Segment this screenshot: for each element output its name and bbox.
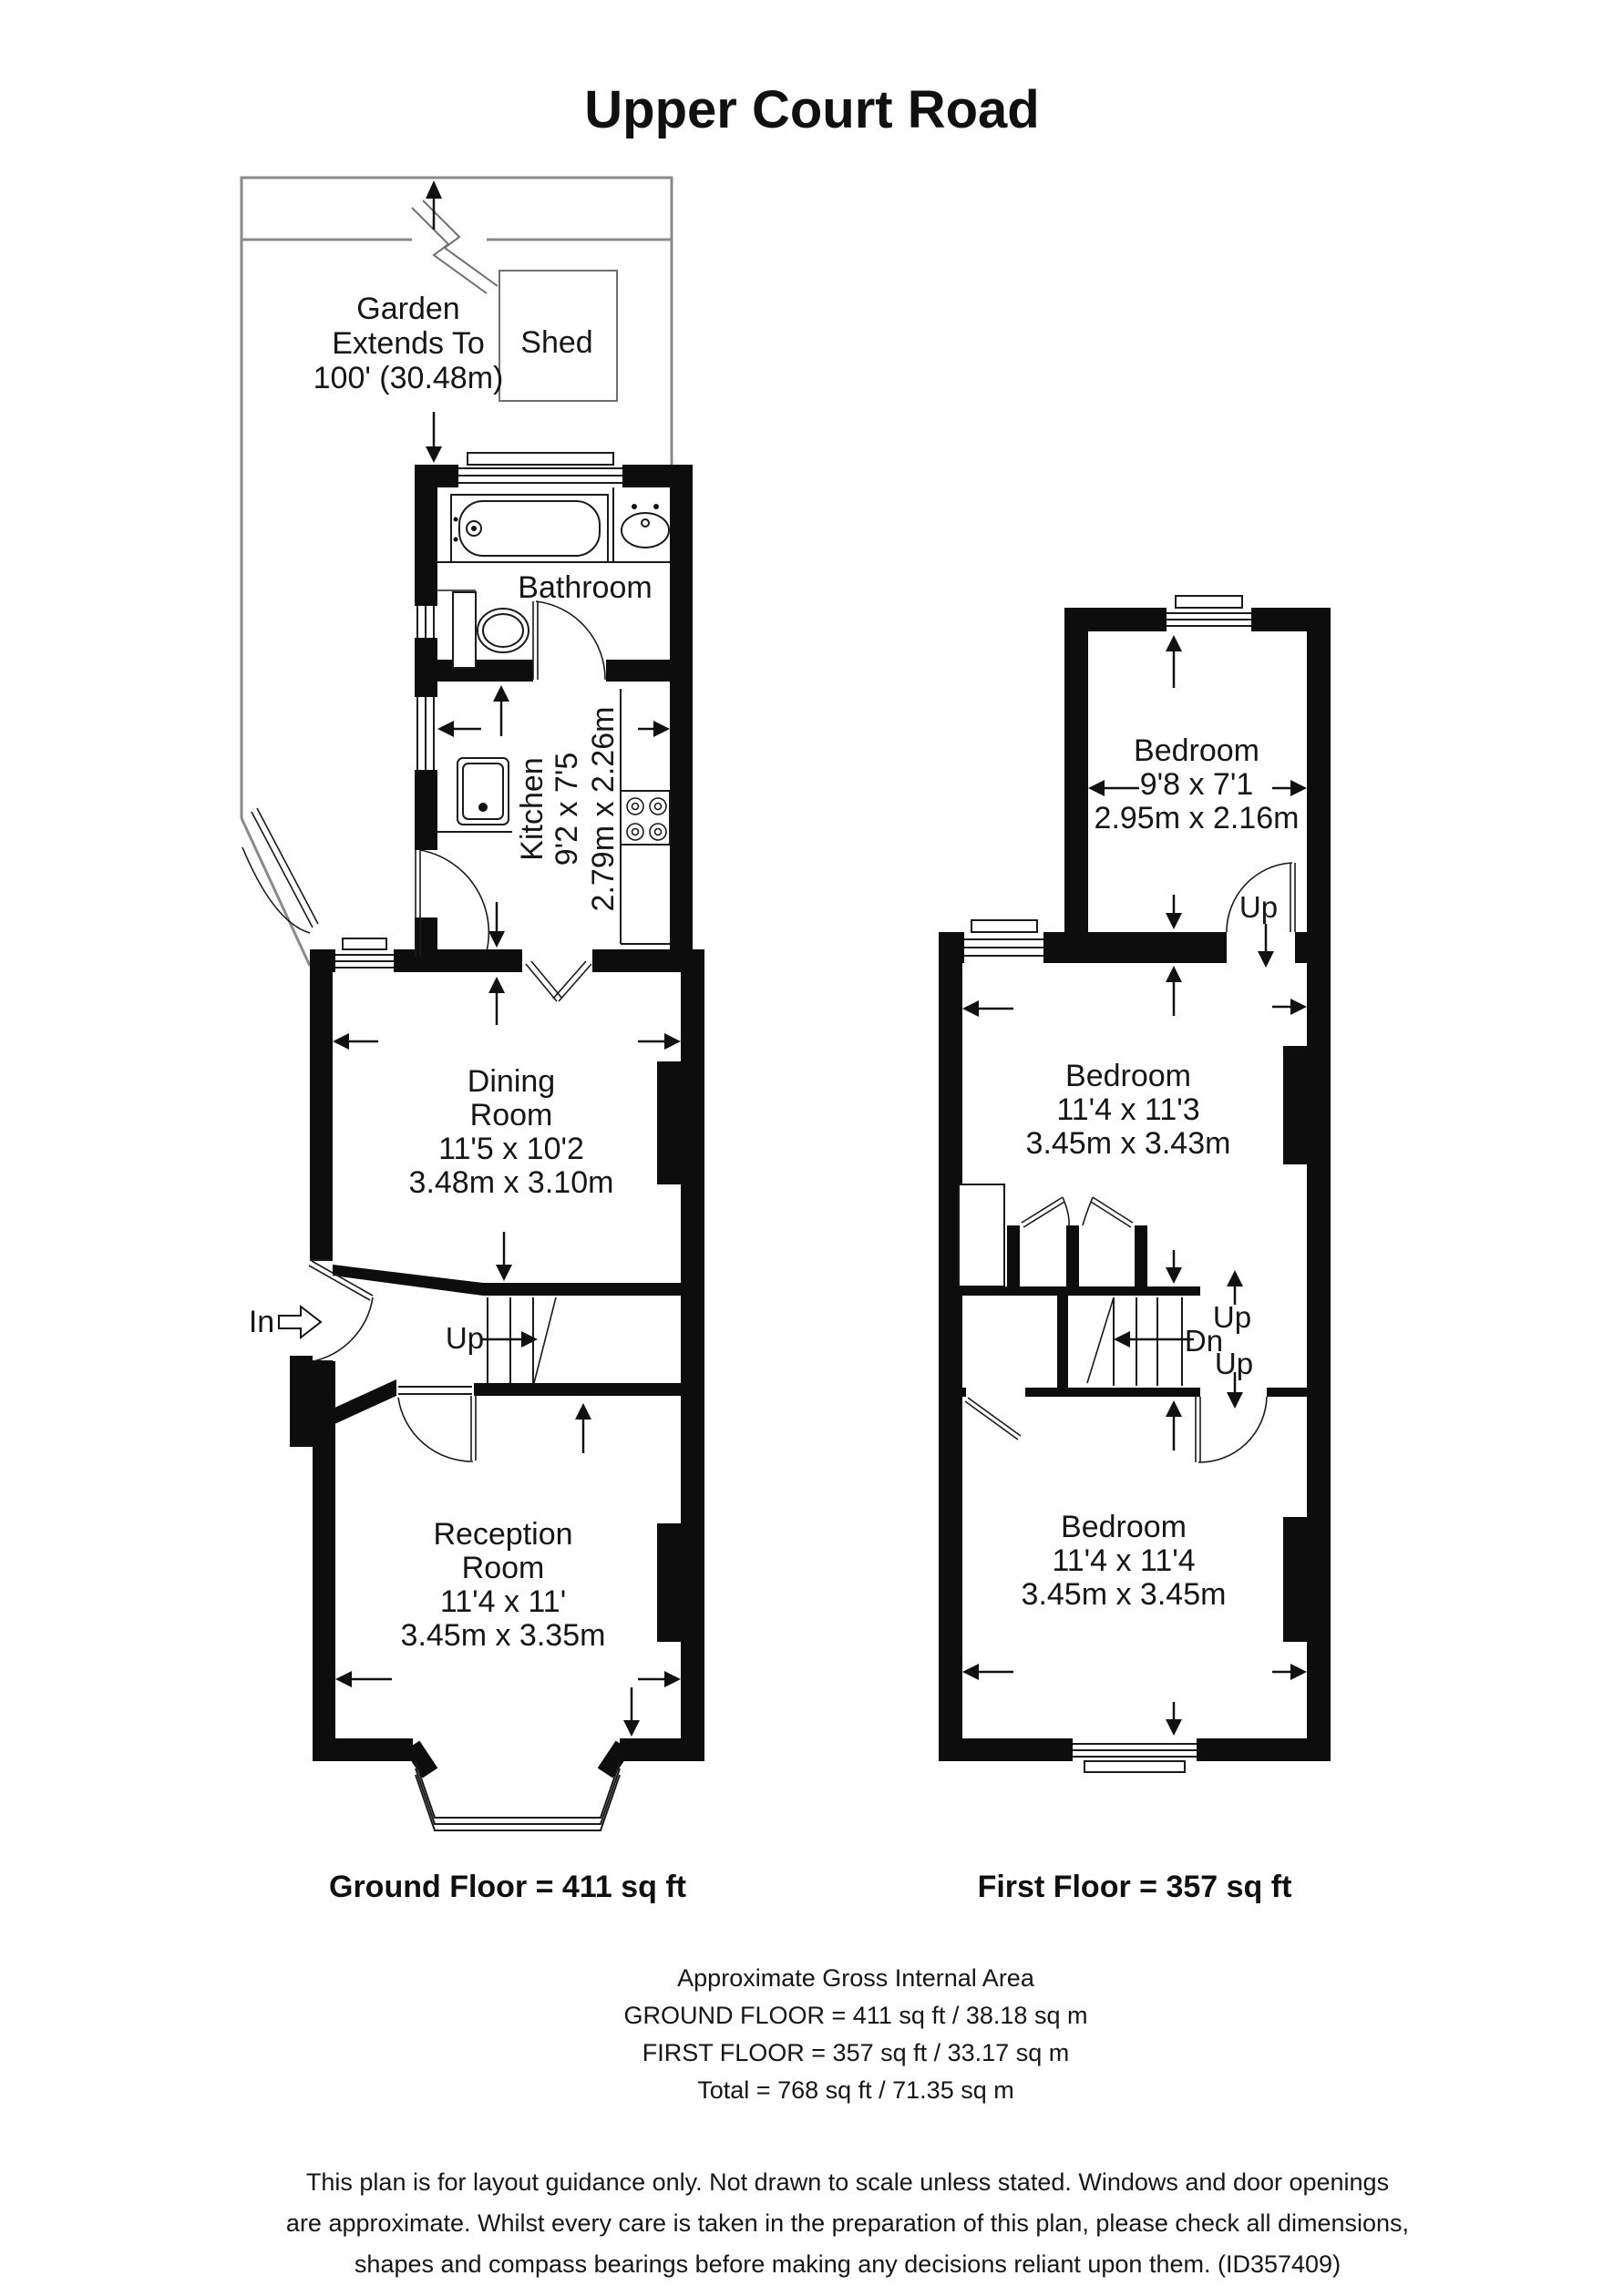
dining-dims-ft: 11'5 x 10'2 — [438, 1132, 584, 1166]
hob-icon — [620, 790, 671, 846]
cupboard — [958, 1184, 1005, 1287]
entrance-arrow-icon — [278, 1304, 323, 1340]
reception-label-2: Room — [462, 1551, 545, 1585]
toilet-icon — [452, 591, 477, 669]
reception-dims-ft: 11'4 x 11' — [440, 1584, 566, 1619]
bedroom-front-dims-m: 3.45m x 3.45m — [1022, 1577, 1227, 1612]
bedroom-front-label: Bedroom — [1061, 1510, 1187, 1544]
shed-outline — [499, 270, 618, 402]
garden-label-3: 100' (30.48m) — [313, 361, 504, 395]
entrance-label: In — [249, 1305, 274, 1339]
summary-line-2: GROUND FLOOR = 411 sq ft / 38.18 sq m — [624, 2002, 1088, 2029]
bedroom-middle-dimension-arrows — [962, 966, 1307, 1284]
dining-room-walls — [310, 938, 704, 1761]
garden-boundary — [240, 176, 673, 967]
reception-room-walls — [313, 1523, 704, 1831]
entrance-hall — [278, 1259, 681, 1761]
bedroom-rear-dimension-arrows — [1088, 635, 1307, 968]
disclaimer-line-1: This plan is for layout guidance only. N… — [306, 2168, 1389, 2196]
first-floor-area-label: First Floor = 357 sq ft — [978, 1870, 1292, 1904]
landing — [939, 1270, 1331, 1463]
ground-stairs-up-label: Up — [446, 1321, 484, 1355]
bedroom-front-dims-ft: 11'4 x 11'4 — [1052, 1543, 1195, 1578]
reception-label-1: Reception — [433, 1517, 572, 1552]
kitchen-dimension-arrows — [437, 685, 670, 948]
area-summary: Approximate Gross Internal Area GROUND F… — [624, 1964, 1088, 2104]
landing-up-label-1: Up — [1213, 1300, 1251, 1334]
dining-label-2: Room — [470, 1098, 553, 1133]
bedroom-rear-dims-ft: 9'8 x 7'1 — [1140, 767, 1254, 802]
kitchen-dims-ft: 9'2 x 7'5 — [550, 753, 584, 866]
summary-line-1: Approximate Gross Internal Area — [677, 1964, 1035, 1992]
garden-label-2: Extends To — [332, 326, 485, 361]
ground-floor-area-label: Ground Floor = 411 sq ft — [329, 1870, 686, 1904]
summary-line-3: FIRST FLOOR = 357 sq ft / 33.17 sq m — [642, 2039, 1069, 2066]
disclaimer-line-3: shapes and compass bearings before makin… — [355, 2250, 1341, 2278]
dining-dimension-arrows — [333, 977, 681, 1281]
bedroom-middle-dims-m: 3.45m x 3.43m — [1026, 1126, 1231, 1161]
ground-floor-plan: Garden Extends To 100' (30.48m) Shed — [240, 176, 704, 1831]
garden-dimension-arrows — [426, 180, 442, 463]
landing-up-label-2: Up — [1215, 1347, 1253, 1380]
dining-dims-m: 3.48m x 3.10m — [409, 1165, 614, 1200]
disclaimer: This plan is for layout guidance only. N… — [286, 2168, 1409, 2278]
chimney-breast — [1283, 1046, 1307, 1164]
bathroom-label: Bathroom — [518, 570, 652, 605]
kitchen-dims-m: 2.79m x 2.26m — [586, 707, 621, 912]
bedroom-middle-walls — [939, 932, 1307, 1388]
page-title: Upper Court Road — [584, 80, 1039, 139]
reception-dimension-arrows — [335, 1403, 681, 1737]
bedroom-front-walls — [939, 1388, 1331, 1773]
bedroom-middle-dims-ft: 11'4 x 11'3 — [1056, 1092, 1199, 1127]
bedroom-rear-up-label: Up — [1239, 890, 1278, 924]
bedroom-front-dimension-arrows — [962, 1400, 1307, 1736]
disclaimer-line-2: are approximate. Whilst every care is ta… — [286, 2209, 1409, 2237]
reception-dims-m: 3.45m x 3.35m — [401, 1618, 606, 1653]
landing-down-label: Dn — [1185, 1324, 1223, 1358]
bedroom-rear-dims-m: 2.95m x 2.16m — [1095, 801, 1300, 835]
bedroom-middle-label: Bedroom — [1065, 1059, 1191, 1093]
bathroom-fixtures — [437, 487, 670, 681]
kitchen-fixtures — [415, 689, 671, 957]
first-floor-plan: Bedroom 9'8 x 7'1 2.95m x 2.16m Up Bedro… — [939, 595, 1331, 1773]
dining-label-1: Dining — [468, 1064, 555, 1099]
summary-line-4: Total = 768 sq ft / 71.35 sq m — [697, 2076, 1013, 2104]
garden-label-1: Garden — [356, 292, 459, 326]
chimney-breast — [1283, 1517, 1307, 1642]
chimney-breast — [657, 1523, 681, 1642]
bedroom-rear-label: Bedroom — [1134, 733, 1259, 768]
extension-walls — [415, 452, 693, 972]
bedroom-rear-walls — [939, 595, 1331, 1761]
shed-label: Shed — [520, 325, 592, 360]
basin-icon — [621, 512, 670, 548]
kitchen-label: Kitchen — [515, 757, 550, 860]
chimney-breast — [657, 1061, 681, 1184]
